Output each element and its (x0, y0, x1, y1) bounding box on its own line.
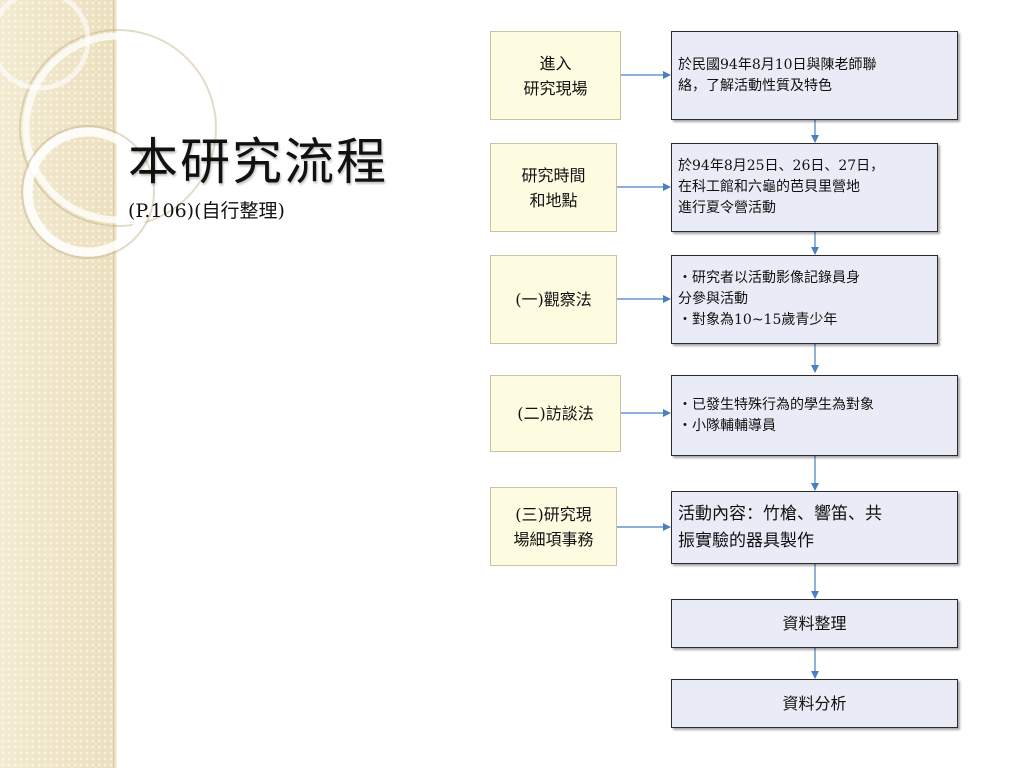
step-field-tasks-label: (三)研究現 場細項事務 (513, 504, 594, 549)
data-analysis-text: 資料分析 (782, 694, 847, 713)
data-organize-text: 資料整理 (782, 614, 847, 633)
detail-activity-text: 活動內容：竹槍、響笛、共 振實驗的器具製作 (678, 503, 882, 551)
detail-observation-box: ・研究者以活動影像記錄員身 分參與活動 ・對象為10~15歲青少年 (671, 255, 938, 344)
data-analysis-box: 資料分析 (671, 679, 958, 728)
step-enter-field-label: 進入 研究現場 (523, 53, 588, 98)
step-field-tasks-box: (三)研究現 場細項事務 (490, 487, 617, 566)
detail-observation-text: ・研究者以活動影像記錄員身 分參與活動 ・對象為10~15歲青少年 (678, 270, 860, 328)
data-organize-box: 資料整理 (671, 599, 958, 648)
detail-contact-text: 於民國94年8月10日與陳老師聯 絡，了解活動性質及特色 (678, 56, 877, 94)
step-enter-field-box: 進入 研究現場 (490, 31, 621, 120)
detail-interview-box: ・已發生特殊行為的學生為對象 ・小隊輔輔導員 (671, 375, 958, 456)
step-observation-box: (一)觀察法 (490, 255, 617, 344)
step-time-place-label: 研究時間 和地點 (521, 165, 586, 210)
decorative-rings (0, 0, 217, 259)
detail-camp-text: 於94年8月25日、26日、27日， 在科工館和六龜的芭貝里營地 進行夏令營活動 (678, 158, 885, 216)
detail-interview-text: ・已發生特殊行為的學生為對象 ・小隊輔輔導員 (678, 396, 874, 434)
title-block: 本研究流程 (P.106)(自行整理) (128, 132, 388, 223)
slide-subtitle: (P.106)(自行整理) (128, 200, 285, 222)
step-observation-label: (一)觀察法 (515, 290, 592, 309)
step-interview-box: (二)訪談法 (490, 375, 621, 452)
detail-camp-box: 於94年8月25日、26日、27日， 在科工館和六龜的芭貝里營地 進行夏令營活動 (671, 143, 938, 232)
detail-contact-box: 於民國94年8月10日與陳老師聯 絡，了解活動性質及特色 (671, 31, 958, 120)
sidebar-edge (113, 0, 117, 768)
step-time-place-box: 研究時間 和地點 (490, 143, 617, 232)
step-interview-label: (二)訪談法 (517, 404, 594, 423)
slide-title: 本研究流程 (128, 133, 388, 191)
detail-activity-box: 活動內容：竹槍、響笛、共 振實驗的器具製作 (671, 491, 958, 564)
